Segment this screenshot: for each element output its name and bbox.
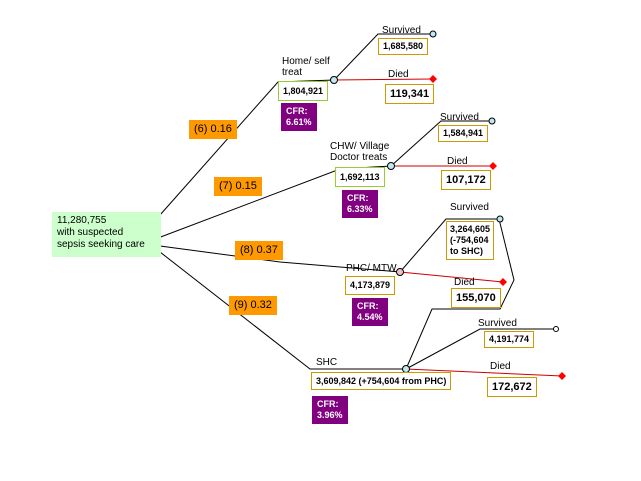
died-label-home: Died: [388, 69, 409, 80]
cfr-shc-label: CFR:: [317, 399, 339, 409]
branch-label-chw: CHW/ Village Doctor treats: [330, 141, 389, 163]
edge-phc-to-shc-transfer: [405, 218, 515, 370]
survived-label-phc: Survived: [450, 202, 489, 213]
died-value-home: 119,341: [385, 84, 435, 104]
branch-label-shc: SHC: [316, 357, 338, 368]
survived-value-phc: 3,264,605 (-754,604 to SHC): [446, 221, 495, 260]
cfr-home-label: CFR:: [286, 106, 308, 116]
survived-value-shc: 4,191,774: [484, 331, 535, 348]
survived-label-home: Survived: [382, 25, 421, 36]
total-shc: 3,609,842 (+754,604 from PHC): [311, 372, 452, 390]
probability-shc: (9) 0.32: [229, 296, 277, 315]
cfr-home: CFR: 6.61%: [281, 103, 317, 131]
cfr-phc-label: CFR:: [357, 301, 379, 311]
edge-chw-survived: [390, 120, 490, 167]
edge-home-died: [333, 78, 434, 81]
terminal-chw-died: [489, 162, 497, 170]
probability-home: (6) 0.16: [189, 120, 237, 139]
died-label-shc: Died: [490, 361, 511, 372]
cfr-phc-value: 4.54%: [357, 312, 383, 322]
branch-label-chw-line2: Doctor treats: [330, 152, 388, 163]
cfr-shc-value: 3.96%: [317, 410, 343, 420]
probability-chw: (7) 0.15: [214, 177, 262, 196]
edge-phc-survived: [399, 218, 499, 273]
chance-node-home: [330, 76, 338, 84]
total-chw: 1,692,113: [335, 167, 385, 187]
cfr-shc: CFR: 3.96%: [312, 396, 348, 424]
branch-label-chw-line1: CHW/ Village: [330, 141, 390, 152]
edge-phc-died: [399, 271, 504, 283]
edge-shc-died: [405, 368, 563, 377]
probability-phc: (8) 0.37: [235, 241, 283, 260]
root-desc-1: with suspected: [57, 227, 124, 238]
root-desc-2: sepsis seeking care: [57, 239, 145, 250]
survived-value-chw: 1,584,941: [438, 125, 489, 142]
survived-value-phc-line2: (-754,604: [450, 235, 489, 245]
total-phc: 4,173,879: [345, 276, 396, 295]
survived-value-phc-line3: to SHC): [450, 246, 483, 256]
cfr-chw: CFR: 6.33%: [342, 190, 378, 218]
survived-label-shc: Survived: [478, 318, 517, 329]
branch-label-home: Home/ self treat: [282, 56, 330, 78]
terminal-shc-died: [558, 372, 566, 380]
edge-home-survived: [333, 33, 431, 81]
terminal-chw-survived: [488, 117, 496, 125]
died-value-chw: 107,172: [441, 170, 491, 190]
root-node: 11,280,755 with suspected sepsis seeking…: [52, 212, 161, 257]
total-home: 1,804,921: [278, 81, 329, 101]
died-value-phc: 155,070: [451, 288, 501, 308]
chance-node-phc: [396, 268, 404, 276]
cfr-home-value: 6.61%: [286, 117, 312, 127]
died-value-shc: 172,672: [487, 377, 537, 397]
died-label-phc: Died: [454, 277, 475, 288]
cfr-phc: CFR: 4.54%: [352, 298, 388, 326]
terminal-phc-survived: [496, 215, 504, 223]
branch-label-phc: PHC/ MTW: [346, 263, 397, 274]
edge-root-phc: [159, 245, 401, 273]
chance-node-chw: [387, 162, 395, 170]
edge-root-shc: [159, 251, 406, 370]
terminal-shc-survived: [553, 326, 559, 332]
terminal-home-survived: [429, 30, 437, 38]
terminal-phc-died: [499, 278, 507, 286]
survived-value-home: 1,685,580: [378, 38, 429, 55]
edge-root-home: [151, 79, 335, 225]
died-label-chw: Died: [447, 156, 468, 167]
terminal-home-died: [429, 75, 437, 83]
survived-value-phc-line1: 3,264,605: [450, 224, 491, 234]
root-count: 11,280,755: [57, 215, 107, 226]
survived-label-chw: Survived: [440, 112, 479, 123]
branch-label-home-line2: treat: [282, 67, 303, 78]
edge-shc-survived: [405, 328, 555, 370]
cfr-chw-label: CFR:: [347, 193, 369, 203]
branch-label-home-line1: Home/ self: [282, 56, 330, 67]
cfr-chw-value: 6.33%: [347, 204, 373, 214]
